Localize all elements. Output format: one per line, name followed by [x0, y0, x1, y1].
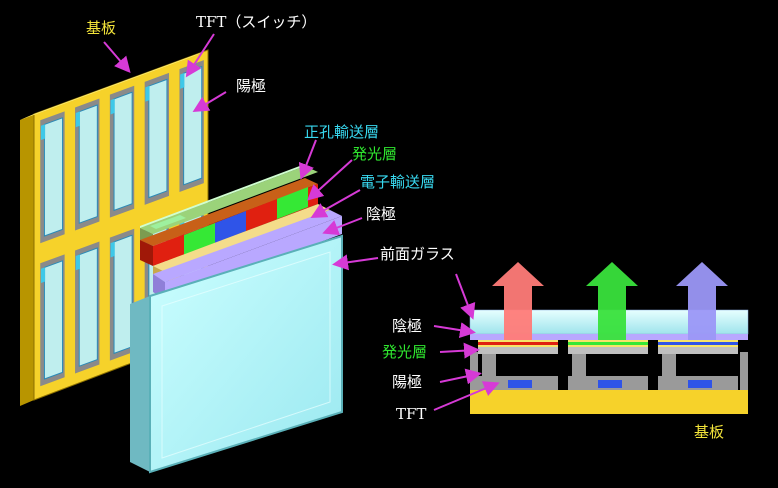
- hole-transport-layer: [140, 166, 318, 234]
- anode-plate: [568, 346, 648, 354]
- anode-cell: [113, 234, 133, 355]
- tft-post: [662, 352, 676, 378]
- anode-cell: [43, 260, 64, 380]
- tft-post: [572, 352, 586, 378]
- emissive-band: [478, 342, 558, 345]
- section-substrate-label: 基板: [694, 423, 725, 441]
- light-emission-arrow: [492, 262, 544, 340]
- anode-cell: [113, 91, 133, 212]
- emissive-band: [568, 342, 648, 345]
- hole-transport-band: [658, 345, 738, 347]
- edge-post: [740, 352, 748, 390]
- cathode-label: 陰極: [366, 205, 397, 223]
- anode-cell: [183, 65, 203, 186]
- emissive-band: [658, 342, 738, 345]
- anode-label: 陽極: [236, 77, 267, 95]
- light-emission-arrow: [586, 262, 638, 340]
- anode-plate: [478, 346, 558, 354]
- hole-transport-label: 正孔輸送層: [304, 123, 380, 141]
- section-tft-label: TFT: [396, 405, 427, 423]
- tft-switch: [145, 85, 150, 102]
- cathode-layer: [153, 210, 342, 282]
- front-glass-label: 前面ガラス: [380, 245, 455, 263]
- electron-transport-band: [568, 340, 648, 342]
- hole-transport-band: [568, 345, 648, 347]
- tft-element: [598, 380, 622, 388]
- section-tft-cells: [470, 340, 748, 390]
- anode-cell: [43, 117, 64, 237]
- substrate-label: 基板: [86, 19, 117, 37]
- section-emissive-label: 発光層: [382, 343, 428, 361]
- tft-switch: [40, 267, 46, 284]
- tft-switch: [75, 254, 80, 271]
- electron-transport-label: 電子輸送層: [360, 173, 436, 191]
- tft-element: [508, 380, 532, 388]
- electron-transport-band: [658, 340, 738, 342]
- anode-cell: [78, 247, 98, 367]
- anode-plate: [658, 346, 738, 354]
- tft-element: [688, 380, 712, 388]
- front-glass-panel: [130, 234, 343, 474]
- emission-arrows: [492, 262, 728, 340]
- tft-switch: [110, 241, 115, 258]
- tft-switch: [75, 111, 80, 128]
- tft-switch: [180, 73, 185, 89]
- tft-switch-label: TFT（スイッチ）: [196, 13, 317, 31]
- light-emission-arrow: [676, 262, 728, 340]
- section-substrate: [470, 390, 748, 414]
- emissive-layer: [140, 178, 318, 266]
- anode-cell: [78, 104, 98, 224]
- tft-post: [482, 352, 496, 378]
- section-cathode-label: 陰極: [392, 317, 423, 335]
- hole-transport-band: [478, 345, 558, 347]
- anode-cell: [148, 78, 168, 199]
- electron-transport-layer: [153, 204, 330, 272]
- electron-transport-band: [478, 340, 558, 342]
- section-pointers: [433, 273, 500, 411]
- tft-switch: [40, 124, 46, 141]
- exploded-pointers: [103, 33, 379, 271]
- edge-post: [470, 352, 478, 390]
- section-anode-label: 陽極: [392, 373, 423, 391]
- tft-switch: [110, 98, 115, 115]
- emissive-label: 発光層: [352, 145, 398, 163]
